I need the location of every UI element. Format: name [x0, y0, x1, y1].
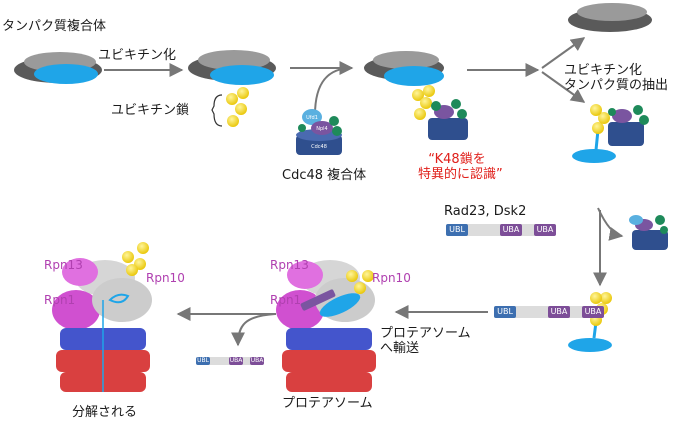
rpn10-left: Rpn10 [146, 271, 185, 285]
ubl-domain-2: UBL [494, 306, 516, 318]
k48-line1: “K48鎖を [428, 152, 486, 167]
ufd1-label-1: Ufd1 [306, 115, 318, 121]
rad23-domain-bar-1: UBL UBA UBA [446, 224, 556, 236]
rpn13-middle: Rpn13 [270, 258, 309, 272]
rpn1-middle: Rpn1 [270, 293, 302, 307]
extracted-complex [568, 3, 652, 32]
arrow-rad23-release [231, 313, 276, 347]
ubl-domain-3: UBL [196, 357, 210, 365]
uba-domain-2a: UBA [548, 306, 570, 318]
rad23-bound-substrate [568, 292, 612, 352]
arrow-cdc48-release [597, 207, 624, 241]
uba-domain-1a: UBA [500, 224, 522, 236]
protein-complex-3 [364, 51, 468, 140]
proteasome-middle [276, 260, 376, 392]
released-cdc48 [629, 215, 668, 250]
extracted-substrate [572, 104, 649, 163]
ubl-domain-1: UBL [446, 224, 468, 236]
protein-complex-2 [188, 50, 276, 85]
k48-line2: 特異的に認識” [418, 167, 503, 182]
extraction-label: ユビキチン化 タンパク質の抽出 [564, 63, 668, 93]
uba-domain-1b: UBA [534, 224, 556, 236]
rpn13-left: Rpn13 [44, 258, 83, 272]
to-proteasome-label: プロテアソーム へ輸送 [380, 326, 471, 356]
ubiquitin-chain-label: ユビキチン鎖 [111, 103, 190, 118]
arrow-extract-down [541, 71, 586, 103]
protein-complex-1 [14, 52, 102, 84]
cdc48-label-1: Cdc48 [311, 144, 327, 150]
rpn1-left: Rpn1 [44, 293, 76, 307]
uba-domain-3a: UBA [229, 357, 243, 365]
uba-domain-3b: UBA [250, 357, 264, 365]
protein-complex-label: タンパク質複合体 [2, 19, 107, 34]
chain-brace [211, 94, 223, 127]
cdc48-complex-label: Cdc48 複合体 [282, 168, 367, 183]
k48-recognition-label: “K48鎖を 特異的に認識” [418, 152, 503, 182]
proteasome-label: プロテアソーム [282, 396, 373, 411]
ubiquitination-label: ユビキチン化 [98, 48, 177, 63]
arrow-extract-up [541, 37, 586, 69]
arrow-cdc48-join [314, 61, 354, 116]
extract-line2: タンパク質の抽出 [564, 78, 669, 93]
rad23-domain-bar-2: UBL UBA UBA [494, 306, 604, 318]
rad23-domain-bar-3: UBL UBA UBA [196, 357, 264, 365]
proteasome-left [52, 242, 152, 392]
to-proteasome-line1: プロテアソーム [380, 326, 471, 341]
to-proteasome-line2: へ輸送 [380, 341, 420, 356]
rpn10-middle: Rpn10 [372, 271, 411, 285]
rad23-dsk2-label: Rad23, Dsk2 [444, 204, 527, 219]
ubiquitin-chain-1 [226, 87, 249, 127]
degraded-label: 分解される [72, 405, 138, 420]
extract-line1: ユビキチン化 [564, 63, 643, 78]
cdc48-complex [296, 109, 342, 155]
npl4-label-1: Npl4 [316, 126, 327, 132]
uba-domain-2b: UBA [582, 306, 604, 318]
